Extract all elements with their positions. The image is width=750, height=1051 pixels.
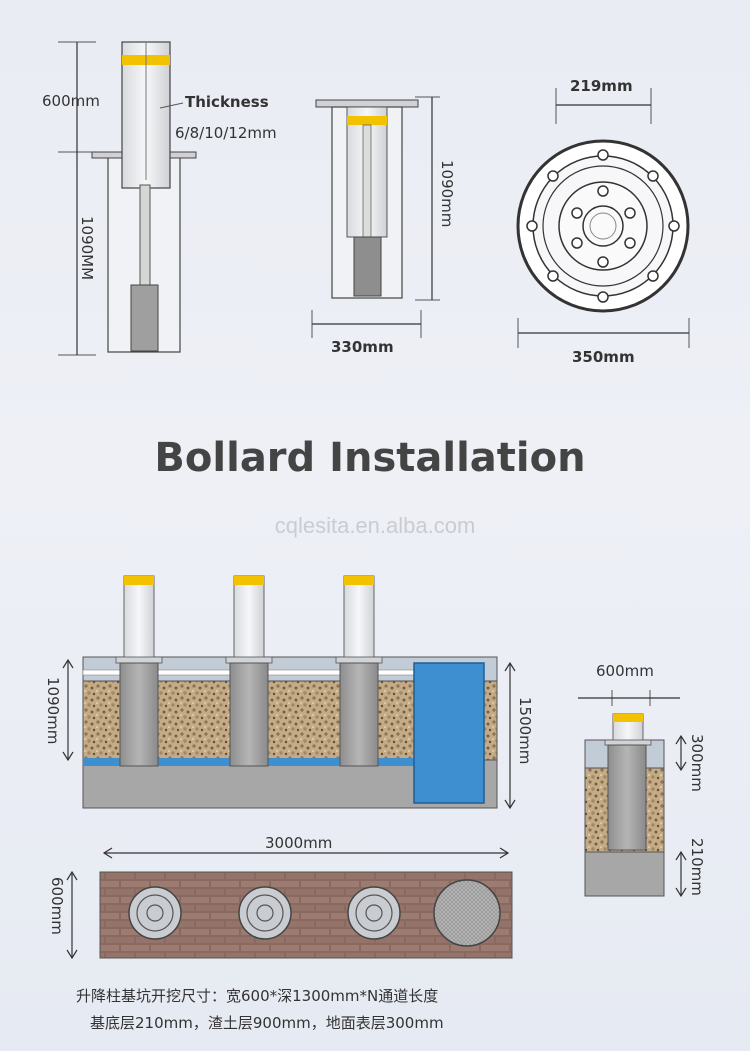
dim-inner-label: 219mm [570,77,633,95]
dim-length-label: 3000mm [265,834,332,852]
thickness-values: 6/8/10/12mm [175,124,277,142]
dim-left-label: 1090mm [44,677,62,744]
section-width-label: 600mm [596,662,654,680]
installation-plan-view [66,870,513,960]
dim-600-label: 600mm [42,92,100,110]
dim-outer-label: 350mm [572,348,635,366]
installation-front-section [62,575,516,859]
dim-height-label: 1090mm [438,160,456,227]
dim-1090-mirrored-label: 1090MM [78,216,96,280]
dim-right-label: 1500mm [516,697,534,764]
plan-width-label: 600mm [48,877,66,935]
section-view [578,690,687,898]
note-line-2: 基底层210mm，渣土层900mm，地面表层300mm [90,1014,444,1032]
bollard-retracted-middle [311,96,440,338]
flange-top-view [516,88,690,348]
bollard-elevation-left [58,41,197,356]
note-line-1: 升降柱基坑开挖尺寸：宽600*深1300mm*N通道长度 [76,987,438,1005]
control-box [413,662,485,804]
watermark: cqlesita.en.alba.com [275,513,476,538]
dim-width-label: 330mm [331,338,394,356]
page-title: Bollard Installation [154,435,585,481]
section-bottom-label: 210mm [688,838,706,896]
section-top-label: 300mm [688,734,706,792]
thickness-label: Thickness [185,93,269,111]
